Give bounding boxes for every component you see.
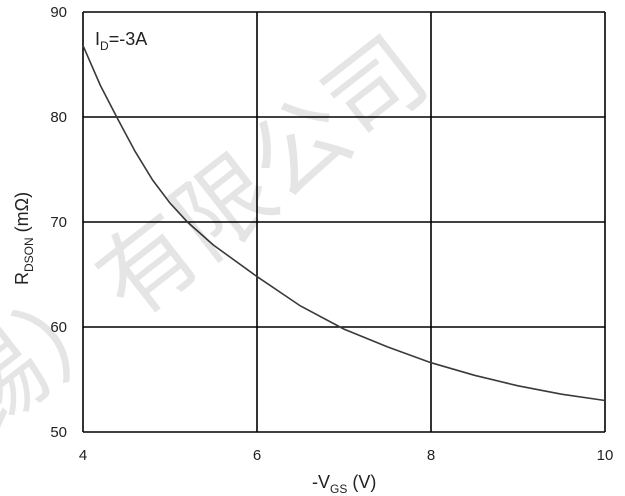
y-tick-label-70: 70 (50, 214, 67, 231)
x-tick-label-4: 4 (79, 447, 87, 464)
tick-labels: 4 6 8 10 50 60 70 80 90 (50, 4, 613, 464)
x-tick-label-8: 8 (427, 447, 435, 464)
y-axis-label: RDSON (mΩ) (12, 192, 36, 285)
y-tick-label-80: 80 (50, 109, 67, 126)
x-tick-label-10: 10 (597, 447, 614, 464)
rdson-curve (82, 45, 606, 402)
grid-lines (82, 11, 606, 433)
x-axis-label: -VGS (V) (312, 472, 376, 496)
current-annotation: ID=-3A (95, 29, 147, 53)
y-tick-label-60: 60 (50, 319, 67, 336)
y-tick-label-50: 50 (50, 424, 67, 441)
y-tick-label-90: 90 (50, 4, 67, 21)
watermark: 锡）有限公司 (0, 15, 448, 458)
x-tick-label-6: 6 (253, 447, 261, 464)
